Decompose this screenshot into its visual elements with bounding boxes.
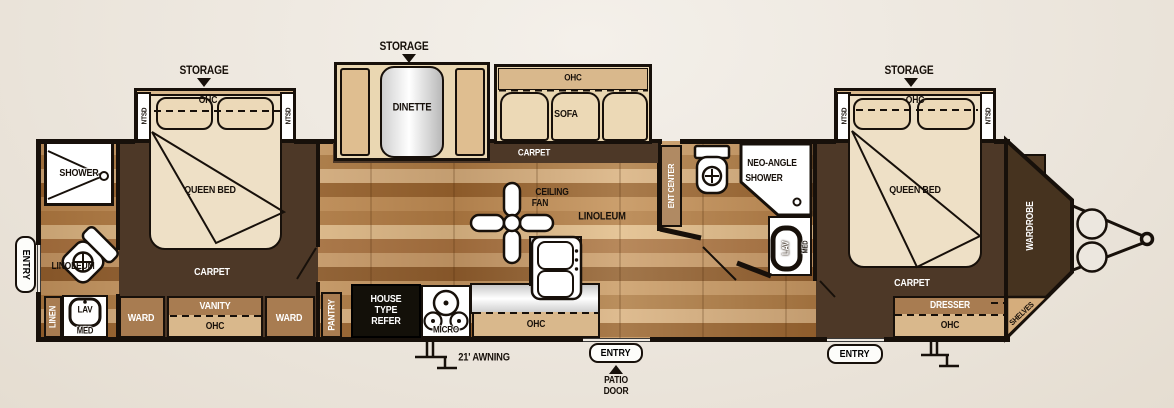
sofa-label: SOFA <box>554 107 578 120</box>
carpet-label-front: CARPET <box>194 265 230 278</box>
linen-label: LINEN <box>47 305 58 329</box>
ceiling-fan-label-line2: FAN <box>531 198 549 209</box>
sink-peninsula <box>529 236 582 286</box>
neo-angle-label-line2: SHOWER <box>745 173 783 184</box>
awning-arm-icon <box>415 341 457 370</box>
shower-label-front: SHOWER <box>59 166 99 179</box>
awning-label: 21' AWNING <box>458 351 510 364</box>
sofa-cushion-3 <box>602 92 648 141</box>
pantry-label: PANTRY <box>325 299 337 331</box>
entry-side-label: ENTRY <box>15 236 36 293</box>
entry-patio-label: ENTRY <box>589 343 643 363</box>
dinette-bench-right <box>455 68 485 156</box>
ward-label-left: WARD <box>127 311 155 324</box>
hitch-icon <box>1072 204 1155 273</box>
entry-rear-label: ENTRY <box>827 344 883 364</box>
storage-arrow-icon <box>402 54 416 63</box>
carpet-label-rear: CARPET <box>894 276 930 289</box>
ohc-label-kitchen: OHC <box>526 319 546 330</box>
ceiling-fan-label-line1: CEILING <box>535 187 569 198</box>
ntsd-label: NTSD <box>282 107 292 125</box>
front-door-opening <box>36 245 41 292</box>
patio-door-opening <box>583 337 650 342</box>
lav-label-front: LAV <box>77 304 93 316</box>
queen-bed-label-front: QUEEN BED <box>184 183 236 196</box>
ntsd-label: NTSD <box>138 107 148 125</box>
pantry-cabinet <box>321 292 342 338</box>
dinette-bench-left <box>340 68 370 156</box>
ohc-label-dresser: OHC <box>940 320 960 331</box>
vanity-ohc-cabinet <box>167 315 263 338</box>
sofa-cushion-1 <box>500 92 549 141</box>
ohc-label-front-slide: OHC <box>198 95 218 106</box>
patio-door-label-line1: PATIO <box>604 375 628 386</box>
vanity-label: VANITY <box>199 299 231 312</box>
rear-pillow-left <box>853 98 911 130</box>
stabilizer-jack-icon <box>921 340 959 368</box>
rear-door-opening <box>827 337 884 342</box>
ohc-label-vanity: OHC <box>205 321 225 332</box>
rear-pillow-right <box>917 98 975 130</box>
sofa-cushion-2 <box>551 92 600 141</box>
dresser-label: DRESSER <box>930 300 970 311</box>
micro-label: MICRO <box>432 324 460 336</box>
ntsd-label: NTSD <box>982 107 992 125</box>
kitchen-ohc-cabinet <box>472 312 600 338</box>
med-label-mid: MED <box>802 240 810 254</box>
ent-center-label: ENT CENTER <box>665 163 676 209</box>
storage-arrow-icon <box>197 78 211 87</box>
ohc-label-sofa: OHC <box>564 72 582 84</box>
ward-right-cabinet <box>265 296 315 338</box>
ntsd-label: NTSD <box>838 107 848 125</box>
ward-label-right: WARD <box>275 311 303 324</box>
vanity-cabinet <box>167 296 263 317</box>
ohc-label-rear-slide: OHC <box>905 95 925 106</box>
refrigerator <box>351 284 421 338</box>
storage-label-rear: STORAGE <box>884 63 934 77</box>
lav-label-mid: LAV <box>780 240 791 256</box>
med-label-front: MED <box>76 325 94 336</box>
dinette-table <box>380 66 444 158</box>
wardrobe-label: WARDROBE <box>1025 201 1036 251</box>
front-pillow-right <box>217 97 274 130</box>
kitchen-counter <box>470 283 600 314</box>
neo-angle-label-line1: NEO-ANGLE <box>747 158 797 169</box>
refer-label-line2: TYPE <box>374 303 398 316</box>
linoleum-label-main: LINOLEUM <box>578 210 626 223</box>
propane-tank-icon <box>1076 208 1108 240</box>
linen-cabinet <box>44 296 62 338</box>
propane-tank-icon <box>1076 241 1108 273</box>
queen-bed-label-rear: QUEEN BED <box>889 183 941 196</box>
dinette-label: DINETTE <box>392 101 432 114</box>
entry-side-text: ENTRY <box>20 249 31 280</box>
storage-arrow-icon <box>904 78 918 87</box>
ward-left-cabinet <box>119 296 165 338</box>
refer-label-line3: REFER <box>371 314 401 327</box>
storage-label-front: STORAGE <box>179 63 229 77</box>
storage-label-dinette: STORAGE <box>379 39 429 53</box>
shelves-label: SHELVES <box>1007 300 1036 328</box>
refer-label-line1: HOUSE <box>370 292 402 305</box>
patio-door-arrow-icon <box>609 365 623 374</box>
front-pillow-left <box>156 97 213 130</box>
carpet-label-sofa: CARPET <box>517 147 551 159</box>
ent-center-cabinet <box>660 145 682 227</box>
linoleum-label-front: LINOLEUM <box>51 261 95 272</box>
patio-door-label-line2: DOOR <box>603 386 629 397</box>
